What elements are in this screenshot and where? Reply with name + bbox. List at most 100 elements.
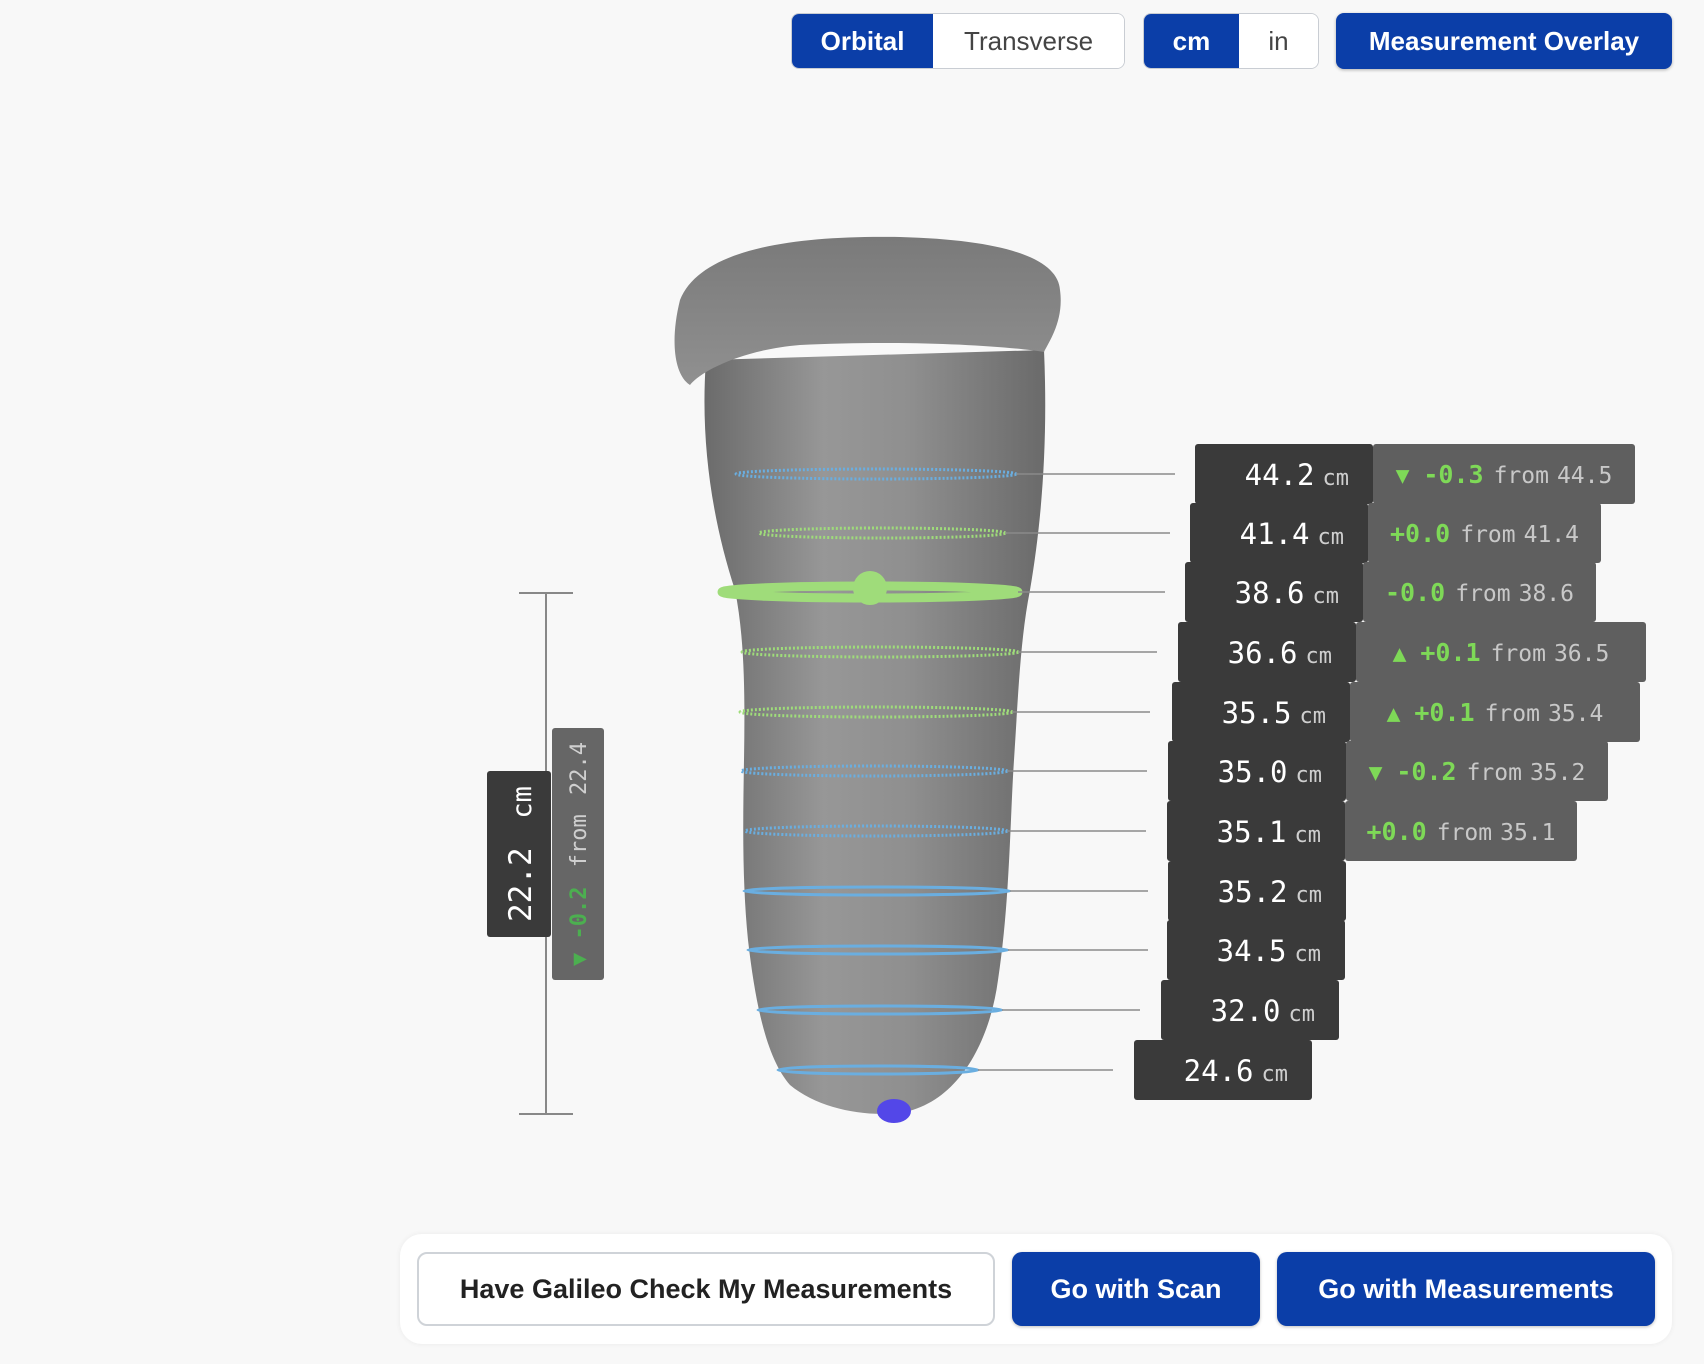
limb-body bbox=[704, 350, 1046, 1114]
measurement-value: 34.5 bbox=[1217, 934, 1287, 968]
measurement-unit: cm bbox=[1295, 823, 1322, 848]
measurement-unit: cm bbox=[1296, 763, 1323, 788]
measurement-from-word: from bbox=[1455, 581, 1510, 607]
measurement-delta-value: -0.0 bbox=[1385, 578, 1445, 607]
measurement-unit: cm bbox=[1318, 525, 1345, 550]
measurement-delta-value: -0.2 bbox=[1396, 757, 1456, 786]
view-mode-toggle: Orbital Transverse bbox=[791, 13, 1125, 69]
measurement-from-word: from bbox=[1467, 760, 1522, 786]
length-delta-badge bbox=[552, 728, 604, 980]
unit-toggle: cm in bbox=[1143, 13, 1319, 69]
measurement-value-badge bbox=[1195, 444, 1373, 504]
leader-lines bbox=[978, 473, 1175, 1071]
measurement-from-word: from bbox=[1485, 701, 1540, 727]
measurement-label[interactable]: 35.1 cm +0.0 from 35.1 bbox=[1167, 801, 1577, 861]
measurement-value: 41.4 bbox=[1240, 517, 1310, 551]
length-delta-value: -0.2 bbox=[567, 887, 592, 940]
length-value: 22.2 bbox=[503, 847, 539, 922]
measurement-previous-value: 35.2 bbox=[1530, 760, 1585, 786]
selected-ring-handle[interactable] bbox=[853, 571, 887, 605]
go-with-scan-button[interactable]: Go with Scan bbox=[1012, 1252, 1260, 1326]
svg-text:▼ -0.2 from: ▼ -0.2 from 22.4 bbox=[567, 742, 592, 966]
unit-cm-button[interactable]: cm bbox=[1144, 14, 1239, 68]
measurement-value-text: 35.1 cm bbox=[1217, 815, 1321, 849]
measurement-value-text: 44.2 cm bbox=[1245, 458, 1349, 492]
transverse-view-button[interactable]: Transverse bbox=[933, 14, 1124, 68]
measurement-value-badge bbox=[1178, 622, 1356, 682]
measurement-value-text: 38.6 cm bbox=[1235, 576, 1339, 610]
measurement-value-badge bbox=[1134, 1040, 1312, 1100]
svg-text:22.2 cm: 22.2 cm bbox=[503, 786, 539, 922]
measurement-delta-badge bbox=[1368, 503, 1601, 563]
measurement-unit: cm bbox=[1306, 644, 1333, 669]
measurement-value: 24.6 bbox=[1184, 1054, 1254, 1088]
measurement-value: 38.6 bbox=[1235, 576, 1305, 610]
measurement-value-badge bbox=[1168, 861, 1346, 921]
length-value-badge bbox=[487, 771, 551, 937]
measurement-value-text: 36.6 cm bbox=[1228, 636, 1332, 670]
measurement-delta-value: +0.1 bbox=[1420, 638, 1480, 667]
measurement-value: 32.0 bbox=[1211, 994, 1281, 1028]
measurement-value: 35.1 bbox=[1217, 815, 1287, 849]
length-unit: cm bbox=[507, 786, 538, 819]
measurement-unit: cm bbox=[1262, 1062, 1289, 1087]
down-arrow-icon: ▼ bbox=[1369, 760, 1397, 786]
limb-rim bbox=[674, 236, 1061, 385]
tip-marker[interactable] bbox=[877, 1099, 911, 1123]
measurement-overlay-button[interactable]: Measurement Overlay bbox=[1336, 13, 1672, 69]
measurement-delta-value: +0.1 bbox=[1414, 698, 1474, 727]
measurement-value-badge bbox=[1161, 980, 1339, 1040]
measurement-value-badge bbox=[1168, 741, 1346, 801]
measurement-label[interactable]: 24.6 cm bbox=[1134, 1040, 1312, 1100]
measurement-from-word: from bbox=[1491, 641, 1546, 667]
measurement-value-text: 41.4 cm bbox=[1240, 517, 1344, 551]
limb-model bbox=[674, 236, 1061, 1123]
measurement-from-word: from bbox=[1437, 820, 1492, 846]
measurement-unit: cm bbox=[1300, 704, 1327, 729]
unit-in-button[interactable]: in bbox=[1238, 14, 1318, 68]
measurement-delta-badge bbox=[1345, 801, 1577, 861]
up-arrow-icon: ▲ bbox=[1387, 701, 1415, 727]
measurement-label[interactable]: 38.6 cm -0.0 from 38.6 bbox=[1185, 562, 1596, 622]
measurement-previous-value: 36.5 bbox=[1554, 641, 1609, 667]
measurement-delta-value: -0.3 bbox=[1423, 460, 1483, 489]
measurement-value-badge bbox=[1172, 682, 1350, 742]
down-arrow-icon: ▼ bbox=[1396, 463, 1424, 489]
action-bar: Have Galileo Check My Measurements Go wi… bbox=[400, 1234, 1672, 1344]
orbital-view-button[interactable]: Orbital bbox=[792, 14, 934, 68]
measurement-unit: cm bbox=[1296, 883, 1323, 908]
measurement-value-badge bbox=[1190, 503, 1368, 563]
galileo-check-button[interactable]: Have Galileo Check My Measurements bbox=[417, 1252, 995, 1326]
length-dimension: ▼ -0.2 from 22.4 22.2 cm bbox=[487, 592, 604, 1115]
measurement-from-word: from bbox=[1460, 522, 1515, 548]
measurement-previous-value: 38.6 bbox=[1519, 581, 1574, 607]
measurement-value: 36.6 bbox=[1228, 636, 1298, 670]
measurement-unit: cm bbox=[1313, 584, 1340, 609]
measurement-delta-badge bbox=[1373, 444, 1635, 504]
measurement-delta-text: -0.0 from 38.6 bbox=[1385, 578, 1574, 607]
measurement-value-badge bbox=[1167, 801, 1345, 861]
measurement-previous-value: 41.4 bbox=[1524, 522, 1579, 548]
measurement-unit: cm bbox=[1323, 466, 1350, 491]
measurement-value: 44.2 bbox=[1245, 458, 1315, 492]
measurement-delta-value: +0.0 bbox=[1367, 817, 1427, 846]
measurement-value-badge bbox=[1185, 562, 1363, 622]
measurement-delta-text: ▼ -0.2 from 35.2 bbox=[1369, 757, 1586, 786]
go-with-measurements-button[interactable]: Go with Measurements bbox=[1277, 1252, 1655, 1326]
